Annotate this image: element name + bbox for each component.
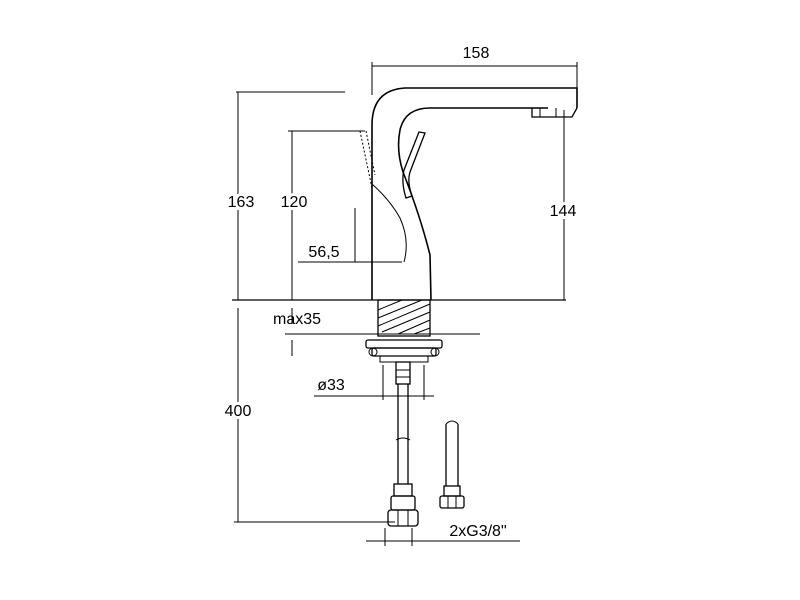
hose-left [387, 361, 419, 527]
lever-handle [371, 131, 426, 263]
dim-label-2xg3-8: 2xG3/8" [449, 523, 506, 540]
dim-label-400: 400 [225, 403, 252, 420]
dimension-height-163: 163 [225, 91, 345, 300]
lever-alt-position [359, 130, 376, 189]
dimension-width-158: 158 [371, 45, 578, 95]
dimension-max35: max35 [273, 308, 321, 356]
dim-label-144: 144 [550, 203, 577, 220]
dimension-height-144: 144 [547, 110, 579, 300]
dimension-connections: 2xG3/8" [366, 523, 520, 546]
dim-label-163: 163 [228, 194, 255, 211]
mounting-shank [377, 299, 431, 337]
dimension-offset-56-5: 56,5 [298, 208, 402, 263]
dim-label-o33: ø33 [317, 377, 345, 394]
hose-right [439, 420, 465, 509]
faucet-body [371, 87, 578, 301]
dim-label-max35: max35 [273, 311, 321, 328]
dim-label-158: 158 [463, 45, 490, 62]
fixing-nut [365, 339, 443, 363]
dimension-diameter-33: ø33 [314, 365, 434, 400]
dim-label-56-5: 56,5 [308, 244, 339, 261]
dimension-hose-400: 400 [222, 308, 395, 523]
dimension-height-120: 120 [278, 130, 365, 300]
dim-label-120: 120 [281, 194, 308, 211]
